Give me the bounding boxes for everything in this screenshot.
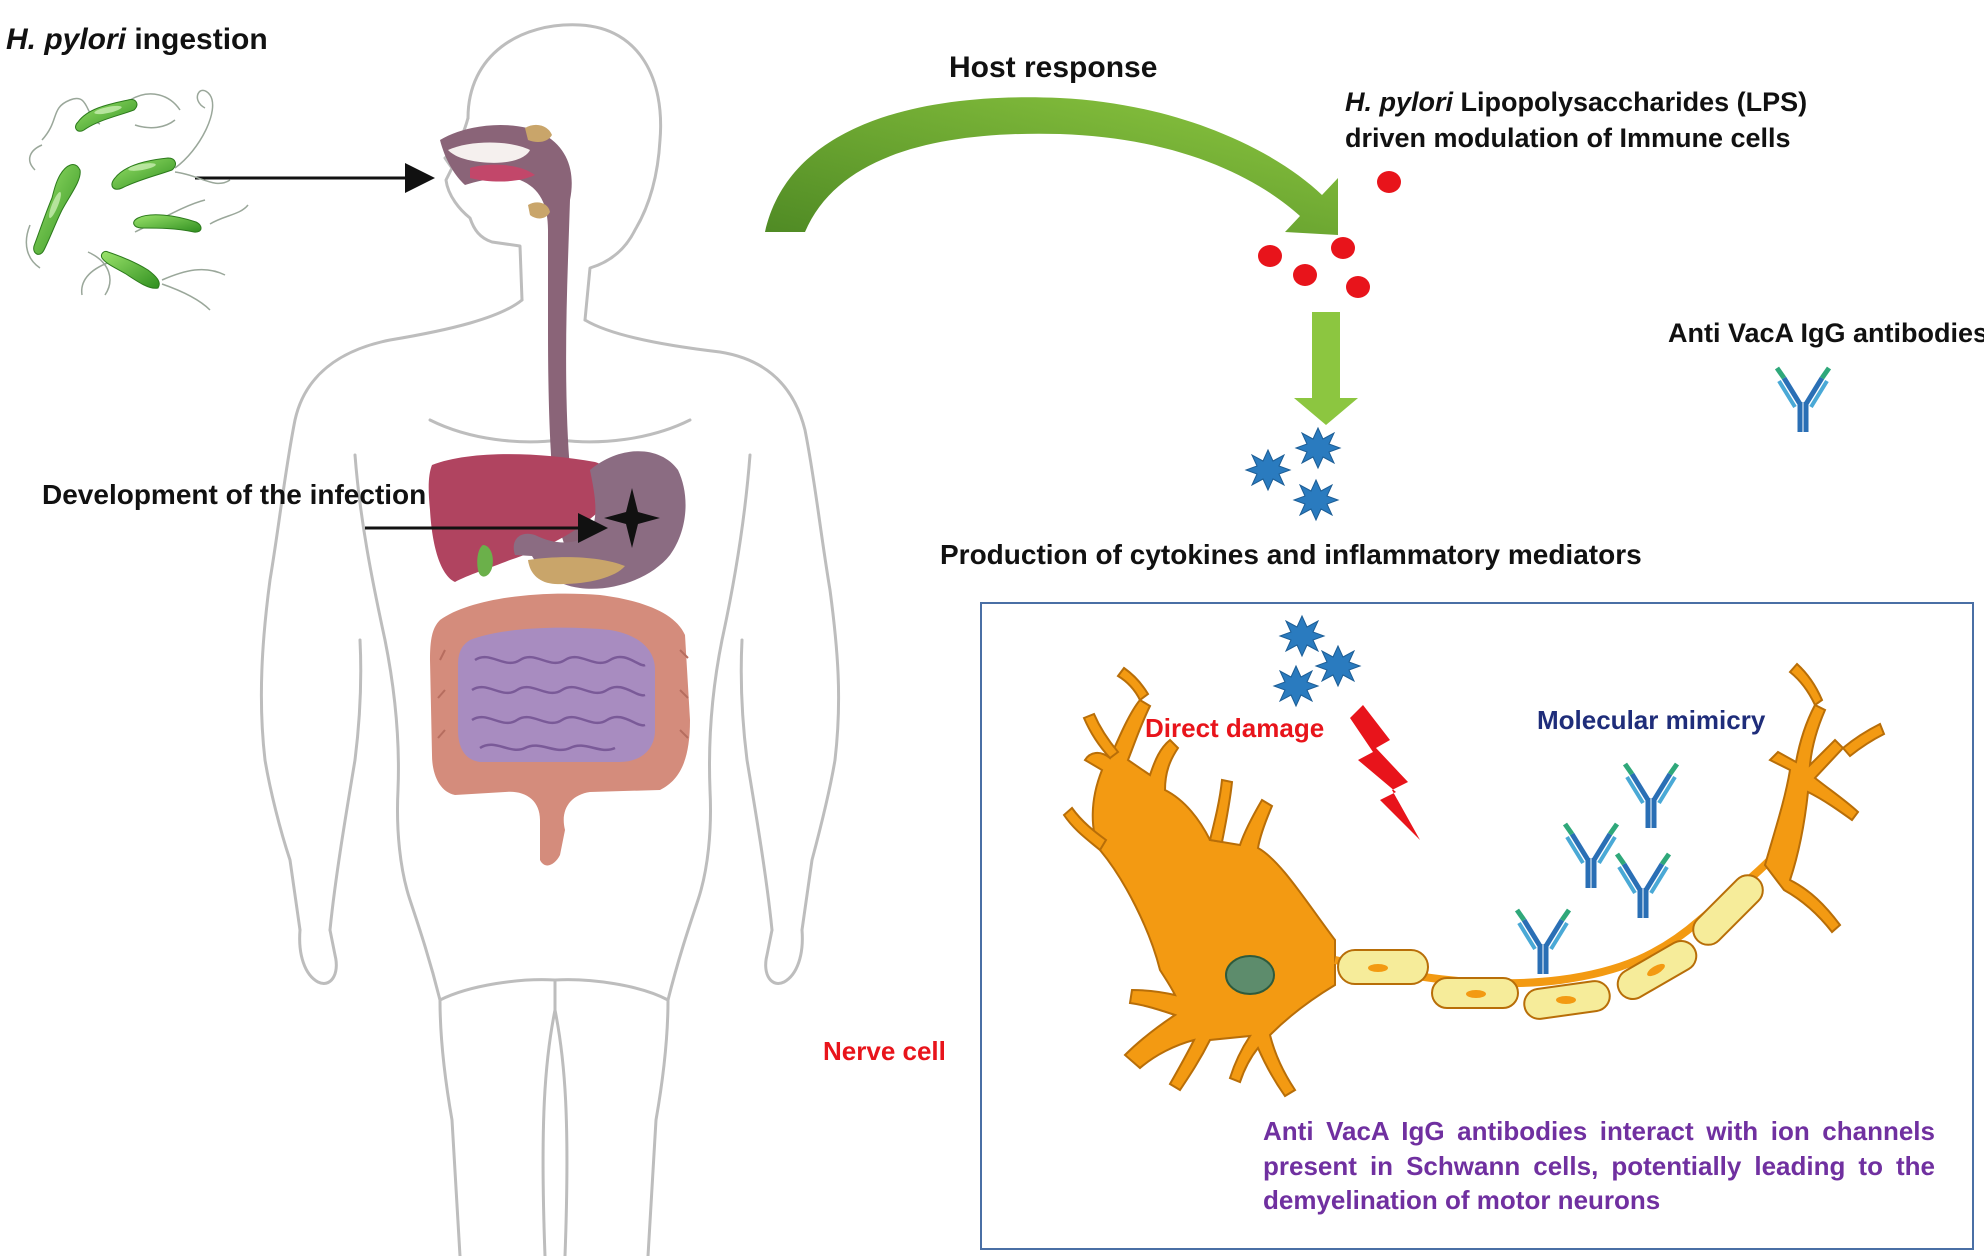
anti-vaca-label: Anti VacA IgG antibodies	[1668, 318, 1984, 348]
lightning-icon	[1350, 705, 1420, 840]
molecular-mimicry-label: Molecular mimicry	[1537, 705, 1766, 735]
ingestion-label: H. pylori ingestion	[6, 23, 268, 56]
lps-label: H. pylori Lipopolysaccharides (LPS)drive…	[1345, 87, 1808, 154]
cytokine-production-arrow	[1294, 312, 1358, 425]
infection-label: Development of the infection	[42, 479, 427, 510]
nerve-cell-label: Nerve cell	[823, 1036, 946, 1066]
human-body-icon	[259, 23, 841, 1256]
bacteria-icon	[25, 89, 249, 311]
digestive-system-icon	[428, 124, 690, 866]
host-response-arrow	[765, 97, 1338, 235]
neuron-icon	[1062, 662, 1886, 1098]
direct-damage-label: Direct damage	[1145, 713, 1325, 743]
infection-star-icon	[604, 488, 660, 548]
schwann-cell-caption: Anti VacA IgG antibodies interact with i…	[1263, 1116, 1935, 1216]
lps-dot-icon	[1258, 171, 1401, 298]
host-response-label: Host response	[949, 51, 1158, 84]
cytokines-label: Production of cytokines and inflammatory…	[940, 539, 1642, 570]
nerve-cell-panel	[980, 602, 1974, 1250]
